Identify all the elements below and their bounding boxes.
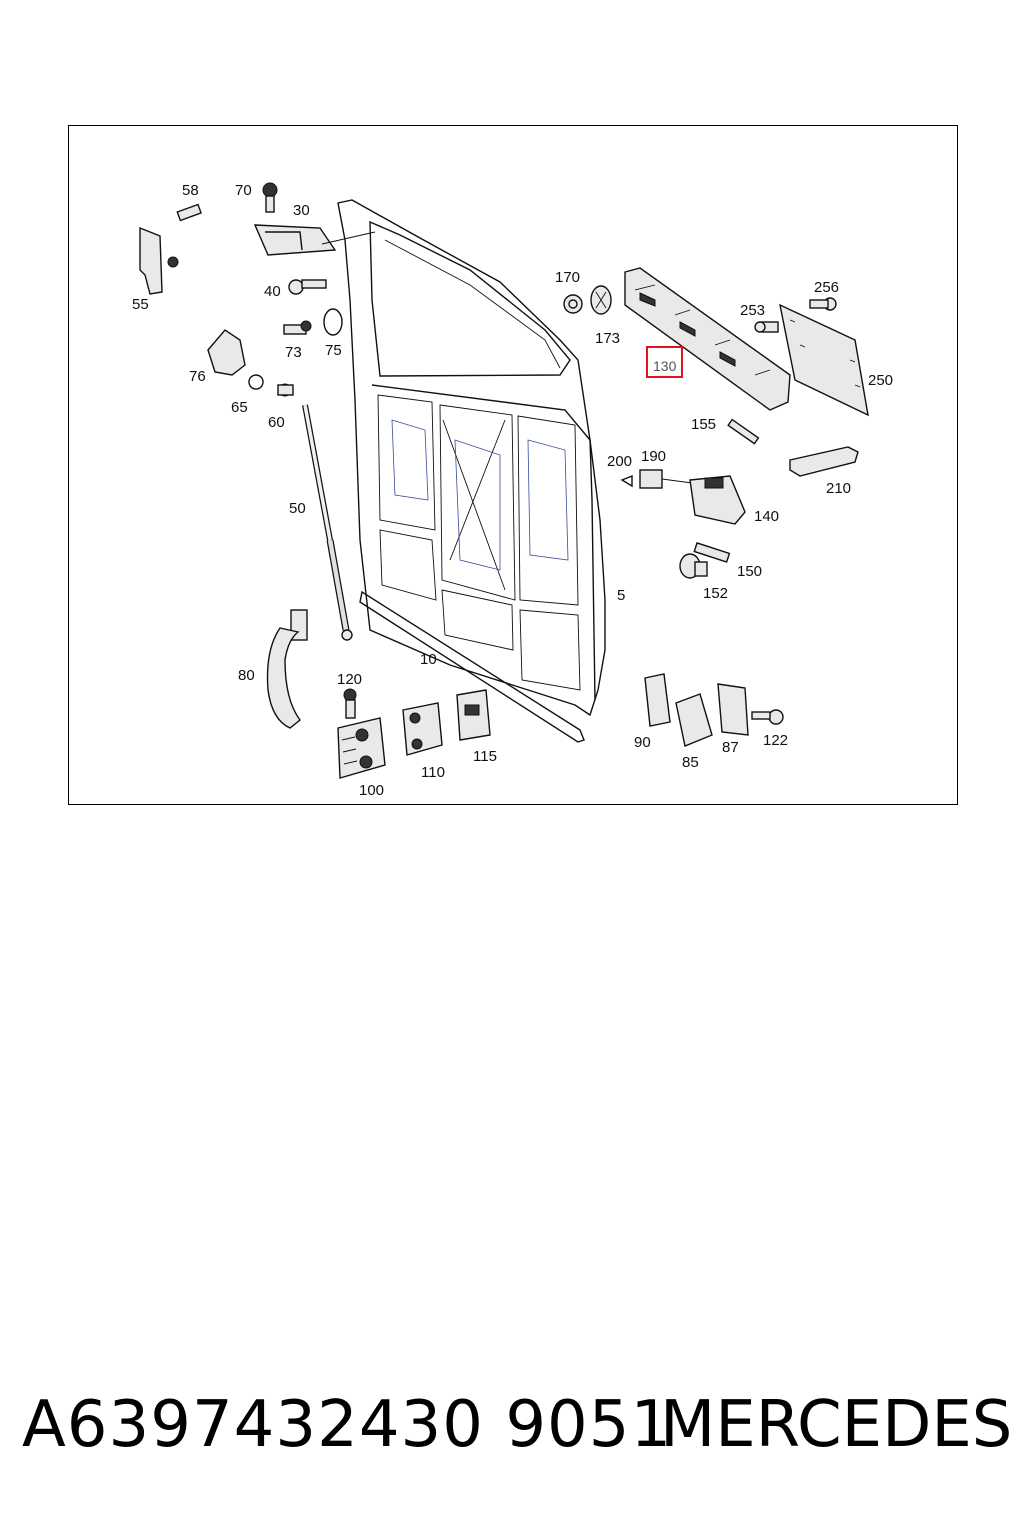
label-250: 250 [868, 372, 893, 389]
latch-85 [675, 693, 713, 747]
pin-253 [754, 321, 779, 333]
seal-strip [359, 590, 585, 743]
label-122: 122 [763, 732, 788, 749]
label-30: 30 [293, 202, 310, 219]
label-152: 152 [703, 585, 728, 602]
strap-80 [266, 609, 308, 729]
brand-name: MERCEDES [660, 1388, 1013, 1462]
plate-115 [456, 689, 491, 741]
gas-strut-50 [302, 404, 353, 641]
label-170: 170 [555, 269, 580, 286]
label-60: 60 [268, 414, 285, 431]
label-100: 100 [359, 782, 384, 799]
label-200: 200 [607, 453, 632, 470]
hinge-30 [253, 182, 376, 256]
diagram-frame [68, 125, 958, 805]
label-210: 210 [826, 480, 851, 497]
label-70: 70 [235, 182, 252, 199]
parts-diagram: 58 70 30 55 40 73 75 76 65 60 50 80 120 … [132, 182, 893, 799]
label-90: 90 [634, 734, 651, 751]
part-number: A6397432430 9051 [22, 1388, 673, 1462]
label-140: 140 [754, 508, 779, 525]
pin-73 [283, 320, 312, 335]
screw-256 [809, 297, 837, 311]
clip-200 [620, 474, 633, 488]
bulb-150 [693, 542, 731, 563]
plate-250 [779, 303, 869, 417]
highlight-box-130 [646, 346, 683, 378]
label-115: 115 [473, 748, 497, 765]
label-130: 130 [653, 358, 677, 374]
footer: A6397432430 9051 MERCEDES [0, 1380, 1024, 1470]
latch-87 [717, 683, 749, 736]
label-10: 10 [420, 651, 437, 668]
washer-65 [248, 374, 264, 390]
label-256: 256 [814, 279, 839, 296]
label-58: 58 [182, 182, 199, 199]
label-87: 87 [722, 739, 739, 756]
label-55: 55 [132, 296, 149, 313]
label-75: 75 [325, 342, 342, 359]
label-190: 190 [641, 448, 666, 465]
bolt-40 [288, 279, 327, 295]
pin-60 [277, 383, 294, 397]
screw-122 [751, 709, 784, 725]
label-150: 150 [737, 563, 762, 580]
label-173: 173 [595, 330, 620, 347]
striker-100 [337, 717, 386, 779]
label-110: 110 [421, 764, 445, 781]
label-155: 155 [691, 416, 716, 433]
label-40: 40 [264, 283, 281, 300]
clip-173 [590, 285, 612, 315]
pin-155 [727, 418, 760, 445]
label-80: 80 [238, 667, 255, 684]
bracket-55 [139, 203, 202, 295]
label-50: 50 [289, 500, 306, 517]
striker-110 [402, 702, 443, 756]
label-120: 120 [337, 671, 362, 688]
socket-152 [679, 553, 708, 579]
label-85: 85 [682, 754, 699, 771]
connector-190 [639, 469, 693, 489]
gasket-76 [207, 329, 246, 376]
label-73: 73 [285, 344, 302, 361]
label-5: 5 [617, 587, 625, 604]
label-253: 253 [740, 302, 765, 319]
cover-90 [644, 673, 671, 727]
screw-120 [343, 688, 357, 719]
lock-140 [689, 475, 746, 525]
nut-170 [563, 294, 583, 314]
label-76: 76 [189, 368, 206, 385]
handle-130 [624, 267, 791, 411]
door-panel [337, 199, 606, 717]
label-65: 65 [231, 399, 248, 416]
cap-75 [323, 308, 343, 336]
grip-210 [789, 446, 859, 477]
